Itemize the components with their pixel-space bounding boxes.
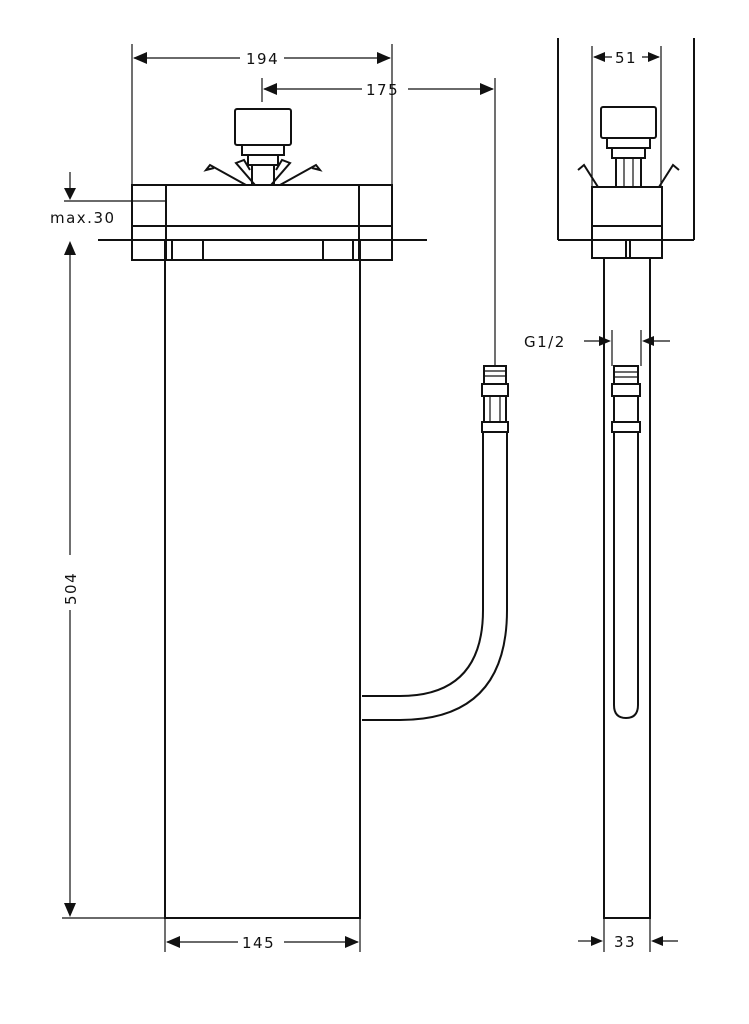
dimension-51: 51 (591, 46, 662, 187)
dim-max30-label: max.30 (50, 209, 116, 227)
front-view: 194 175 (50, 44, 509, 952)
dimension-194: 194 (131, 44, 393, 185)
dim-g12-label: G1/2 (524, 333, 566, 351)
dimension-33: 33 (578, 918, 678, 952)
dimension-g12: G1/2 (524, 330, 670, 366)
dim-175-label: 175 (366, 81, 399, 99)
dimension-175: 175 (261, 78, 496, 366)
dim-194-label: 194 (246, 50, 279, 68)
handle-head (203, 108, 323, 186)
dimension-504: 504 (62, 241, 165, 919)
dim-145-label: 145 (242, 934, 275, 952)
dim-504-label: 504 (62, 572, 80, 605)
mounting-block (98, 184, 427, 261)
hose (362, 365, 509, 721)
side-hose (611, 365, 641, 720)
dim-33-label: 33 (614, 933, 636, 951)
dimension-145: 145 (164, 918, 361, 952)
dim-51-label: 51 (615, 49, 637, 67)
side-body (603, 257, 651, 919)
side-view: 51 G1/2 (524, 38, 695, 952)
dimension-max30: max.30 (50, 172, 165, 227)
body (164, 259, 361, 919)
